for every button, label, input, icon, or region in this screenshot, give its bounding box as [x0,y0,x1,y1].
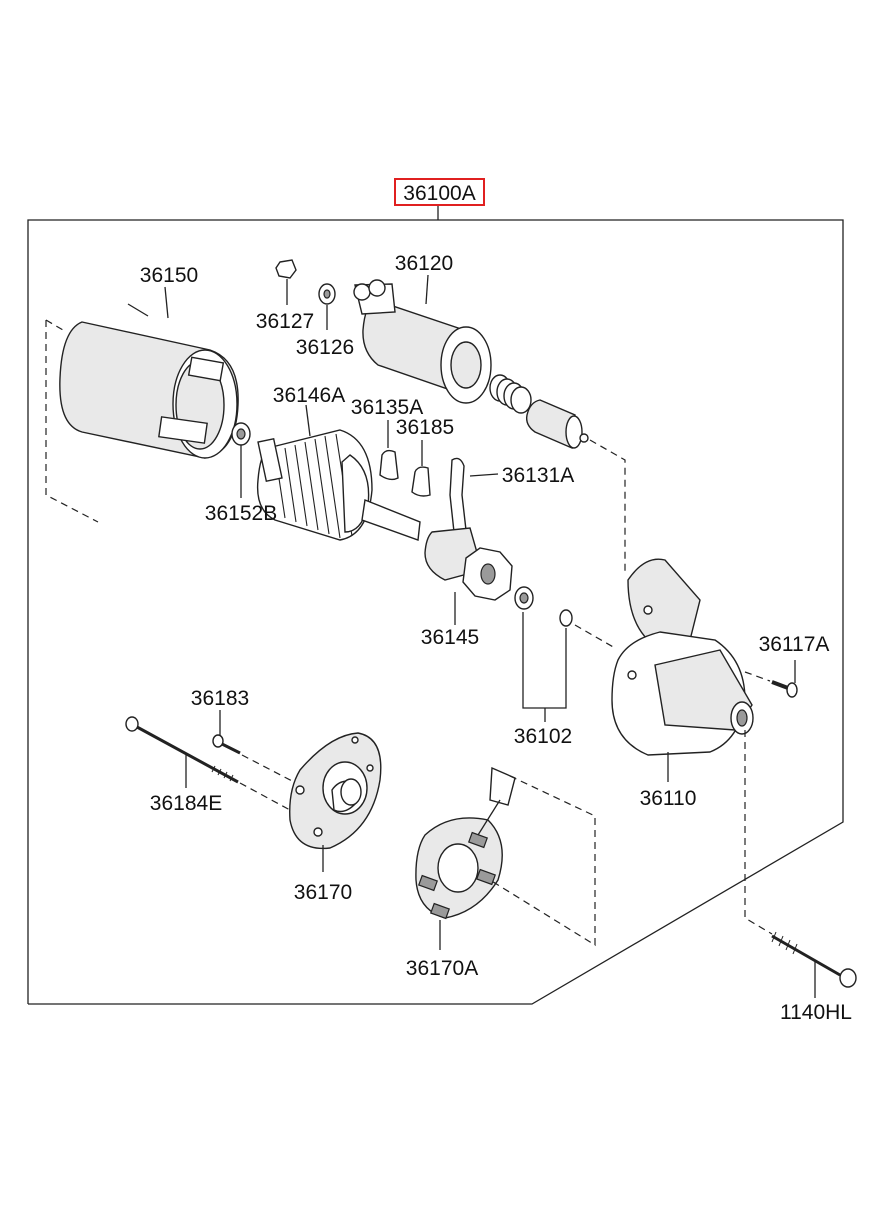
part-36146A-armature[interactable] [256,429,421,541]
label-36126[interactable]: 36126 [296,336,354,359]
label-36102[interactable]: 36102 [514,725,572,748]
part-36127-nut[interactable] [275,259,297,279]
assembly-part-number[interactable]: 36100A [403,182,475,205]
part-36150-yoke[interactable] [59,303,239,459]
label-36145[interactable]: 36145 [421,626,479,649]
part-36183-screw[interactable] [212,734,241,755]
part-36170-end-plate[interactable] [289,732,382,850]
label-36170A[interactable]: 36170A [406,957,478,980]
label-36152B[interactable]: 36152B [205,502,277,525]
assembly-frame [27,219,844,1005]
label-36127[interactable]: 36127 [256,310,314,333]
part-36102-ring[interactable] [559,609,573,627]
label-36185[interactable]: 36185 [396,416,454,439]
part-36117A-screw[interactable] [771,680,798,698]
label-36150[interactable]: 36150 [140,264,198,287]
label-36184E[interactable]: 36184E [150,792,222,815]
part-36145-clutch[interactable] [424,527,513,601]
label-36131A[interactable]: 36131A [502,464,574,487]
part-36120-solenoid[interactable] [353,279,492,404]
label-36120[interactable]: 36120 [395,252,453,275]
assembly-highlight-box[interactable] [394,178,485,206]
plunger [525,399,589,450]
plunger-spring [489,374,532,414]
label-36117A[interactable]: 36117A [759,633,830,656]
part-36184E-bolt[interactable] [125,716,239,784]
label-36110[interactable]: 36110 [640,787,697,810]
part-1140HL-bolt[interactable] [771,931,857,988]
label-36135A[interactable]: 36135A [351,396,423,419]
label-36146A[interactable]: 36146A [273,384,345,407]
part-36131A-lever[interactable] [449,457,467,533]
part-36135A-brush[interactable] [379,449,399,481]
label-1140HL[interactable]: 1140HL [780,1001,852,1024]
dash-36150 [45,320,99,523]
part-36110-housing[interactable] [611,558,754,756]
label-36170[interactable]: 36170 [294,881,352,904]
part-36185-brush[interactable] [411,466,431,497]
label-36183[interactable]: 36183 [191,687,249,710]
part-36170A-brush-holder[interactable] [415,766,516,920]
